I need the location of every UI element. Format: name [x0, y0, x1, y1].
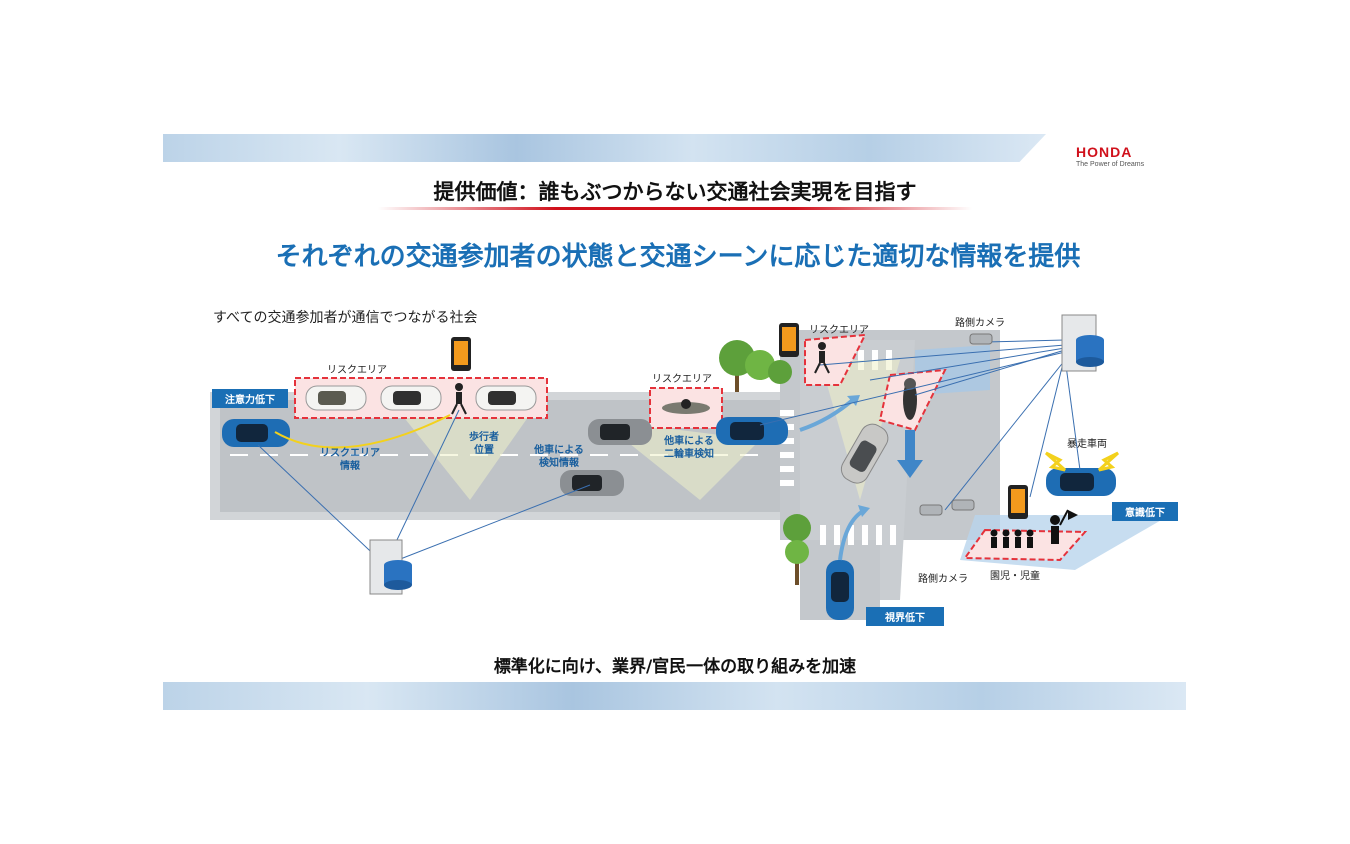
- ghost-car-1: [305, 385, 367, 411]
- roadside-camera-icon-2: [919, 499, 975, 516]
- tree-icon-2: [783, 514, 811, 585]
- server-icon-left: [369, 539, 412, 595]
- diagram-caption: すべての交通参加者が通信でつながる社会: [213, 310, 478, 326]
- risk-area-info-label: リスクエリア 情報: [318, 447, 382, 473]
- ghost-car-3: [475, 385, 537, 411]
- roadside-camera-label-1: 路側カメラ: [955, 318, 1005, 329]
- flash-left-icon: [1044, 451, 1067, 472]
- attention-down-tag: 注意力低下: [212, 389, 288, 408]
- roadside-camera-icon-1: [969, 333, 993, 345]
- blue-car-attention: [222, 419, 290, 447]
- children-label: 園児・児童: [990, 571, 1040, 582]
- pedestrian-position-line-1: 歩行者: [469, 432, 499, 443]
- tree-icon-1: [719, 340, 792, 392]
- smartphone-alert-icon-3: [1008, 485, 1028, 519]
- awareness-down-tag: 意識低下: [1112, 502, 1178, 521]
- smartphone-alert-icon-1: [451, 337, 471, 371]
- other-car-bike-detect-line-1: 他車による: [664, 436, 714, 447]
- down-arrow-head-icon: [897, 460, 923, 478]
- pedestrian-icon: [451, 383, 467, 415]
- sensing-cone-3: [820, 360, 900, 500]
- other-car-bike-detect-label: 他車による 二輪車検知: [652, 435, 726, 461]
- risk-area-info-line-1: リスクエリア: [320, 448, 380, 459]
- reckless-vehicle-label: 暴走車両: [1067, 439, 1107, 450]
- risk-area-label-2: リスクエリア: [652, 374, 712, 385]
- footer-band: [163, 682, 1186, 710]
- other-car-detect-info-label: 他車による 検知情報: [527, 444, 591, 470]
- comm-lines-right: [759, 339, 1081, 511]
- down-arrow-shaft: [905, 430, 915, 460]
- children-group-icon: [990, 509, 1078, 548]
- motorcycle-icon: [662, 399, 710, 414]
- pedestrian-position-line-2: 位置: [474, 445, 494, 456]
- other-car-detect-info-line-2: 検知情報: [539, 458, 579, 469]
- motorcycle-intersection: [903, 378, 917, 420]
- risk-area-label-3: リスクエリア: [809, 325, 869, 336]
- brand-tagline: The Power of Dreams: [1076, 161, 1145, 168]
- dark-car-2: [560, 470, 624, 496]
- risk-area-label-1: リスクエリア: [327, 365, 387, 376]
- brand-name: HONDA: [1076, 144, 1133, 160]
- footer-text: 標準化に向け、業界/官民一体の取り組みを加速: [493, 657, 857, 677]
- reckless-car: [1046, 468, 1116, 496]
- smartphone-alert-icon-2: [779, 323, 799, 357]
- dark-car-1: [588, 419, 652, 445]
- honda-logo: HONDA The Power of Dreams: [1076, 144, 1176, 168]
- silver-car-turning: [840, 423, 889, 484]
- other-car-detect-info-line-1: 他車による: [534, 445, 584, 456]
- flash-right-icon: [1097, 451, 1120, 472]
- page-title: 提供価値：誰もぶつからない交通社会実現を目指す: [433, 180, 917, 204]
- ghost-car-2: [380, 385, 442, 411]
- visibility-down-tag: 視界低下: [866, 607, 944, 626]
- risk-info-arc: [274, 414, 451, 449]
- other-car-bike-detect-line-2: 二輪車検知: [664, 449, 714, 460]
- pedestrian-crossing-icon: [814, 342, 830, 374]
- title-underline: [378, 207, 972, 210]
- blue-car-mid: [716, 417, 788, 445]
- blue-car-visibility: [826, 560, 854, 620]
- server-icon-right: [1061, 314, 1104, 372]
- turn-arrow-1: [799, 396, 857, 432]
- roadside-camera-label-2: 路側カメラ: [918, 574, 968, 585]
- comm-lines-left: [257, 409, 591, 566]
- pedestrian-position-label: 歩行者 位置: [454, 431, 514, 457]
- header-band: [163, 134, 1046, 162]
- page-subtitle: それぞれの交通参加者の状態と交通シーンに応じた適切な情報を提供: [275, 242, 1081, 272]
- risk-area-info-line-2: 情報: [340, 461, 360, 472]
